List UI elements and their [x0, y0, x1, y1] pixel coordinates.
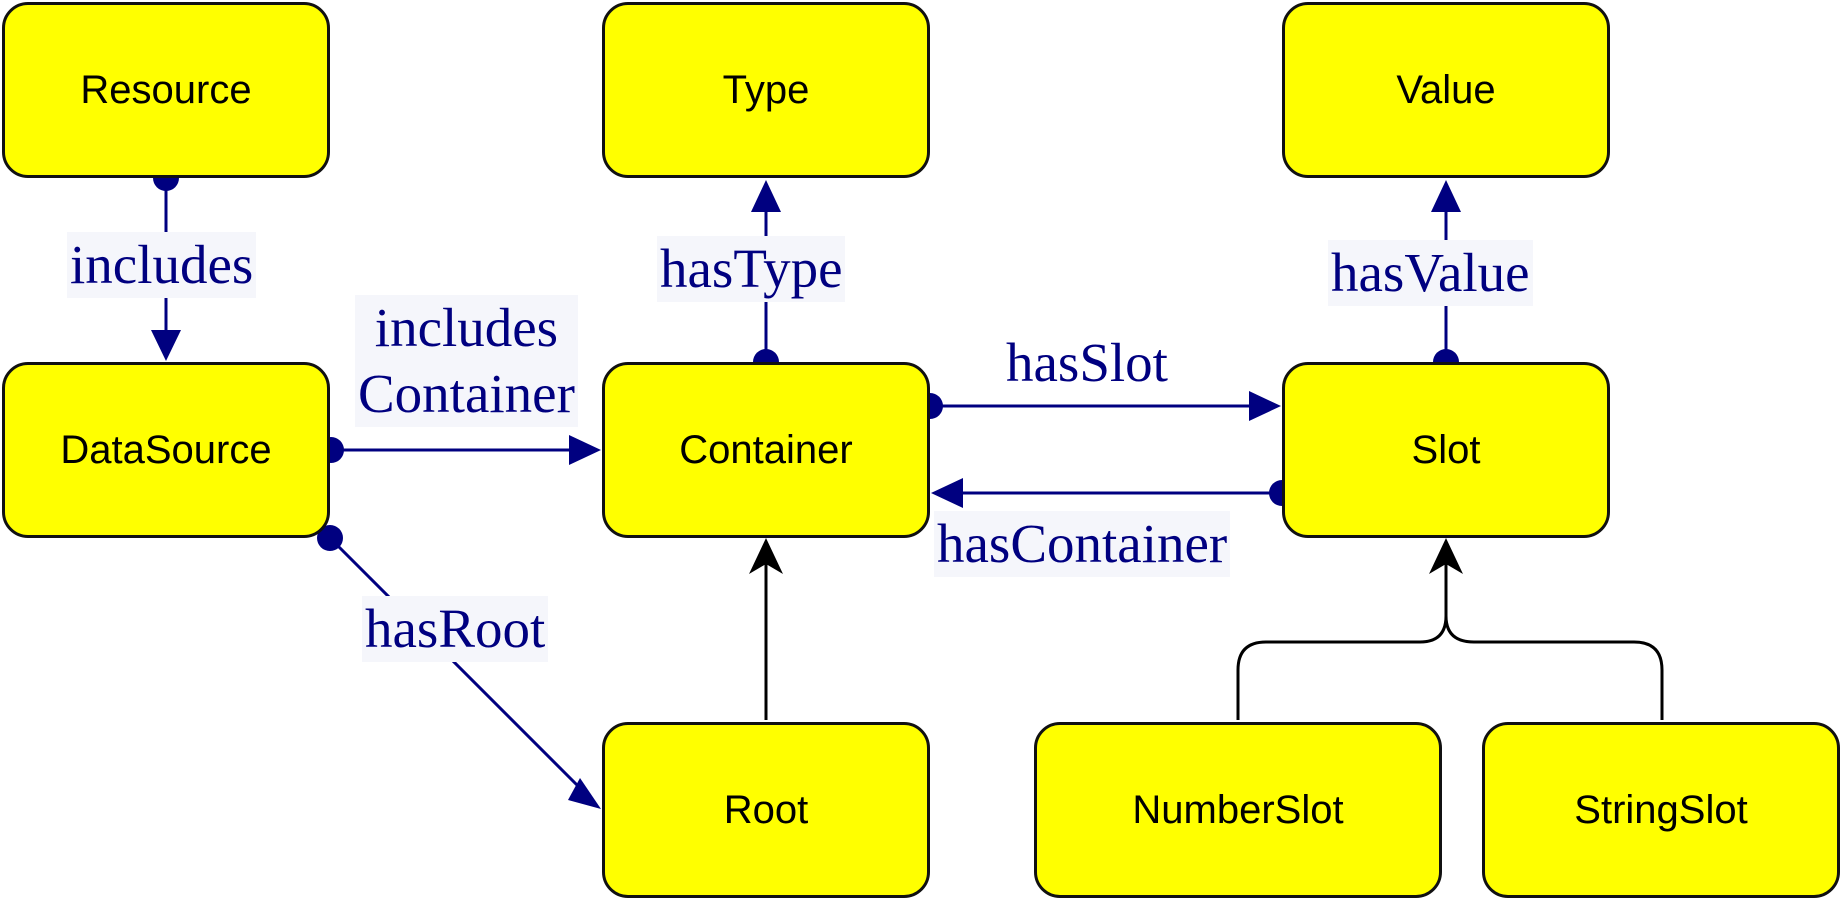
root-inherits-arrowhead — [749, 538, 783, 574]
has-root-connector — [328, 536, 587, 795]
label-includes-container-line2: Container — [358, 363, 575, 424]
has-slot-arrowhead — [1249, 391, 1281, 421]
label-includes: includes — [67, 232, 257, 298]
includes-arrowhead — [151, 330, 181, 361]
has-root-origin-dot — [317, 525, 343, 551]
node-root[interactable]: Root — [602, 722, 930, 898]
stringslot-inherits-connector — [1444, 615, 1664, 720]
node-resource[interactable]: Resource — [2, 2, 330, 178]
label-includes-container: includes Container — [355, 295, 578, 427]
numberslot-inherits-connector — [1236, 550, 1448, 720]
node-container[interactable]: Container — [602, 362, 930, 538]
label-has-type: hasType — [657, 236, 846, 302]
label-includes-container-line1: includes — [374, 297, 559, 358]
label-has-container: hasContainer — [934, 511, 1231, 577]
node-value[interactable]: Value — [1282, 2, 1610, 178]
has-value-arrowhead — [1431, 180, 1461, 212]
has-container-arrowhead — [931, 478, 963, 508]
includes-container-arrowhead — [569, 435, 601, 465]
node-datasource[interactable]: DataSource — [2, 362, 330, 538]
node-numberslot[interactable]: NumberSlot — [1034, 722, 1442, 898]
label-has-value: hasValue — [1328, 240, 1533, 306]
slot-inherits-arrowhead — [1429, 538, 1463, 574]
node-type[interactable]: Type — [602, 2, 930, 178]
has-root-arrowhead — [568, 778, 601, 809]
has-type-arrowhead — [751, 180, 781, 212]
node-slot[interactable]: Slot — [1282, 362, 1610, 538]
node-stringslot[interactable]: StringSlot — [1482, 722, 1840, 898]
label-has-slot: hasSlot — [1003, 330, 1171, 396]
label-has-root: hasRoot — [362, 596, 549, 662]
